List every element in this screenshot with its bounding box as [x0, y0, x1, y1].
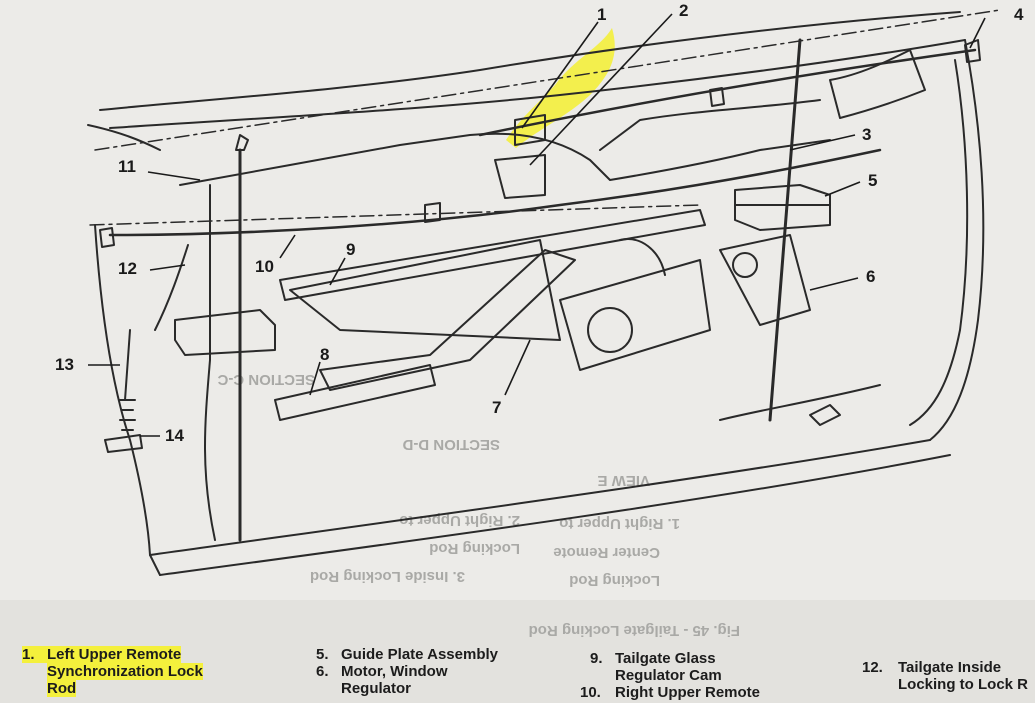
- callout-14: 14: [165, 426, 184, 445]
- callout-11: 11: [118, 157, 136, 176]
- callout-labels: 1 2 3 4 5 6 7 8 9 10 11 12 13 14: [55, 1, 1024, 445]
- svg-text:Locking Rod: Locking Rod: [569, 572, 660, 589]
- door-linework: [87, 9, 1001, 576]
- svg-text:2. Right Upper to: 2. Right Upper to: [399, 512, 520, 529]
- callout-10: 10: [255, 257, 274, 276]
- highlighter-mark: [506, 28, 615, 148]
- svg-text:SECTION D-D: SECTION D-D: [402, 436, 500, 453]
- legend-item-12: 12.Tailgate Inside Locking to Lock R: [862, 659, 1029, 693]
- svg-text:VIEW E: VIEW E: [597, 472, 650, 489]
- svg-text:1. Right Upper to: 1. Right Upper to: [559, 515, 680, 532]
- callout-7: 7: [492, 398, 501, 417]
- callout-6: 6: [866, 267, 875, 286]
- legend-item-1: 1.Left Upper Remote Synchronization Lock…: [22, 646, 203, 697]
- svg-text:Center Remote: Center Remote: [553, 544, 660, 561]
- callout-12: 12: [118, 259, 137, 278]
- callout-1: 1: [597, 5, 606, 24]
- callout-5: 5: [868, 171, 877, 190]
- callout-9: 9: [346, 240, 355, 259]
- svg-text:SECTION C-C: SECTION C-C: [217, 371, 315, 388]
- legend-items-5-6: 5.Guide Plate Assembly 6.Motor, Window R…: [316, 646, 499, 697]
- svg-text:3. Inside Locking Rod: 3. Inside Locking Rod: [310, 568, 465, 585]
- callout-8: 8: [320, 345, 329, 364]
- callout-2: 2: [679, 1, 688, 20]
- svg-text:Fig. 45 - Tailgate Locking Rod: Fig. 45 - Tailgate Locking Rod: [529, 622, 740, 639]
- callout-3: 3: [862, 125, 871, 144]
- svg-text:Locking Rod: Locking Rod: [429, 540, 520, 557]
- bleed-through-text: SECTION C-C SECTION D-D VIEW E 2. Right …: [217, 371, 740, 639]
- leader-lines: [88, 13, 986, 437]
- callout-13: 13: [55, 355, 74, 374]
- callout-4: 4: [1014, 5, 1024, 24]
- legend-items-9-10: 9.Tailgate Glass Regulator Cam 10.Right …: [580, 650, 761, 701]
